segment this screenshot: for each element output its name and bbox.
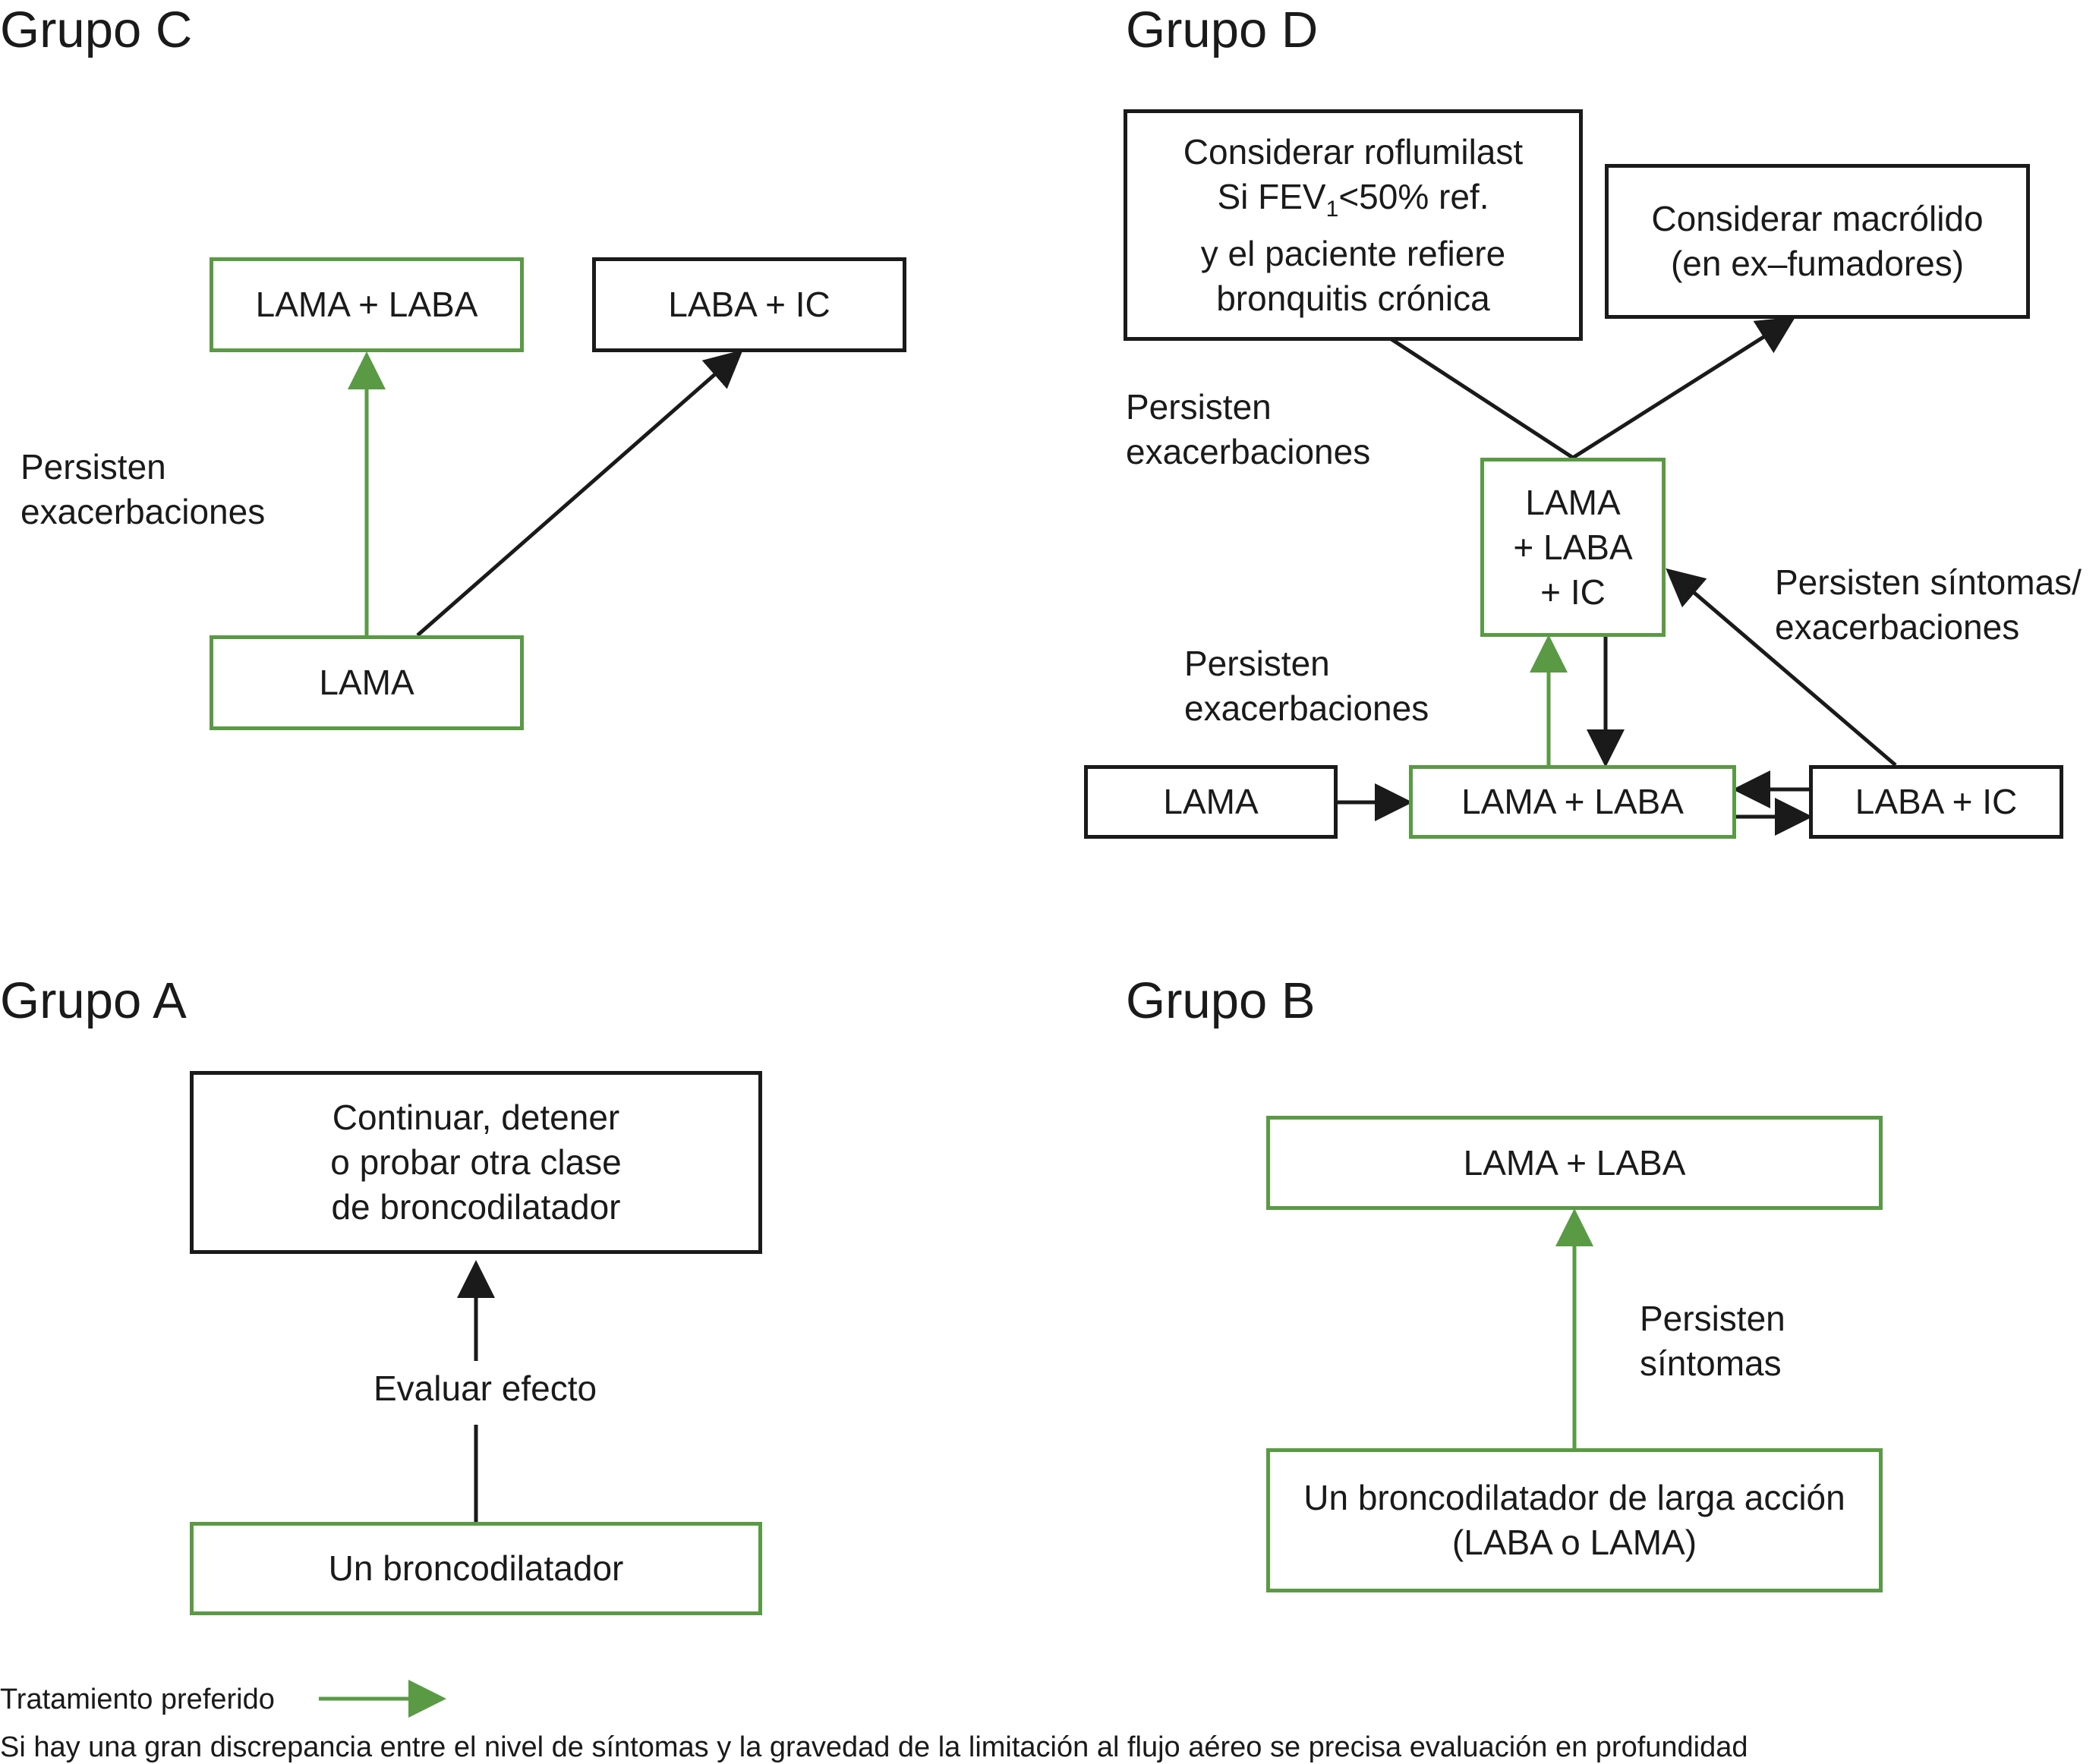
c-label-persisten-exacerbaciones: Persisten exacerbaciones [20,445,265,534]
d-box-lama: LAMA [1084,765,1338,839]
d-arrow-triple-to-macrolido [1571,317,1796,460]
b-label-line1: Persisten [1640,1299,1785,1338]
a-box-top-line2: o probar otra clase [330,1142,622,1182]
a-box-top-line3: de broncodilatador [331,1187,621,1227]
d-roflumilast-line2-post: <50% ref. [1338,176,1489,216]
d-label-mid-line1: Persisten [1184,644,1330,683]
d-macrolido-line2: (en ex–fumadores) [1670,244,1965,283]
a-label-evaluar-efecto: Evaluar efecto [373,1369,597,1408]
group-c-title: Grupo C [0,2,193,58]
d-box-lama-label: LAMA [1163,782,1259,821]
b-box-top-label: LAMA + LABA [1463,1142,1686,1183]
d-arrow-laba-ic-to-triple [1666,568,1897,767]
d-roflumilast-line2-pre: Si FEV [1217,176,1326,216]
a-box-bottom-label: Un broncodilatador [328,1548,624,1588]
d-box-lama-laba: LAMA + LABA [1409,765,1736,839]
d-label-mid: Persisten exacerbaciones [1184,641,1429,731]
d-label-top-line1: Persisten [1126,387,1272,427]
d-box-laba-ic-label: LABA + IC [1855,782,2018,821]
c-label-line2: exacerbaciones [20,492,266,531]
d-roflumilast-line1: Considerar roflumilast [1183,131,1524,172]
d-label-right: Persisten síntomas/ exacerbaciones [1775,560,2082,650]
d-box-macrolido-text: Considerar macrólido (en ex–fumadores) [1651,197,1983,286]
d-label-top: Persisten exacerbaciones [1126,385,1370,474]
d-triple-line2: + LABA [1513,527,1633,567]
b-box-top: LAMA + LABA [1266,1116,1883,1210]
d-box-triple-text: LAMA + LABA + IC [1513,480,1632,615]
d-label-top-line2: exacerbaciones [1126,432,1371,471]
legend-preferred-label: Tratamiento preferido [0,1684,275,1715]
b-label-line2: síntomas [1640,1343,1782,1383]
c-box-lama-laba: LAMA + LABA [210,257,524,352]
a-box-top-text: Continuar, detener o probar otra clase d… [330,1095,622,1230]
b-box-bottom-text: Un broncodilatador de larga acción (LABA… [1303,1476,1845,1565]
d-label-right-line1: Persisten síntomas/ [1775,562,2082,602]
group-a-title: Grupo A [0,972,187,1029]
d-box-triple: LAMA + LABA + IC [1480,458,1666,637]
group-d-title: Grupo D [1126,2,1319,58]
d-roflumilast-line2-sub: 1 [1325,196,1339,222]
group-b-title: Grupo B [1126,972,1316,1029]
a-box-top: Continuar, detener o probar otra clase d… [190,1071,762,1254]
b-label-persisten-sintomas: Persisten síntomas [1640,1296,1785,1386]
d-box-roflumilast-text: Considerar roflumilast Si FEV1<50% ref. … [1183,130,1523,321]
d-roflumilast-line3: y el paciente refiere [1200,233,1506,273]
d-box-laba-ic: LABA + IC [1809,765,2063,839]
d-label-mid-line2: exacerbaciones [1184,688,1429,728]
d-triple-line1: LAMA [1525,482,1621,522]
a-box-top-line1: Continuar, detener [332,1098,620,1137]
c-box-lama-label: LAMA [319,663,414,702]
d-line-triple-to-roflumilast [1390,337,1574,460]
d-macrolido-line1: Considerar macrólido [1651,199,1984,238]
b-box-bottom: Un broncodilatador de larga acción (LABA… [1266,1448,1883,1592]
d-label-right-line2: exacerbaciones [1775,607,2020,647]
c-box-laba-ic-label: LABA + IC [668,285,830,324]
c-label-line1: Persisten [20,447,166,487]
d-triple-line3: + IC [1540,572,1606,612]
legend-note: Si hay una gran discrepancia entre el ni… [0,1731,1748,1763]
d-box-macrolido: Considerar macrólido (en ex–fumadores) [1605,164,2030,319]
d-roflumilast-line4: bronquitis crónica [1216,278,1490,318]
d-box-roflumilast: Considerar roflumilast Si FEV1<50% ref. … [1124,109,1583,341]
c-box-laba-ic: LABA + IC [592,257,906,352]
c-box-lama: LAMA [210,635,524,730]
a-box-bottom: Un broncodilatador [190,1522,762,1615]
c-arrow-lama-to-laba-ic [416,349,743,637]
b-box-bottom-line1: Un broncodilatador de larga acción [1303,1478,1845,1517]
c-box-lama-laba-label: LAMA + LABA [255,285,478,324]
b-box-bottom-line2: (LABA o LAMA) [1451,1523,1697,1562]
d-roflumilast-line2: Si FEV1<50% ref. [1183,175,1523,232]
d-box-lama-laba-label: LAMA + LABA [1461,782,1684,821]
